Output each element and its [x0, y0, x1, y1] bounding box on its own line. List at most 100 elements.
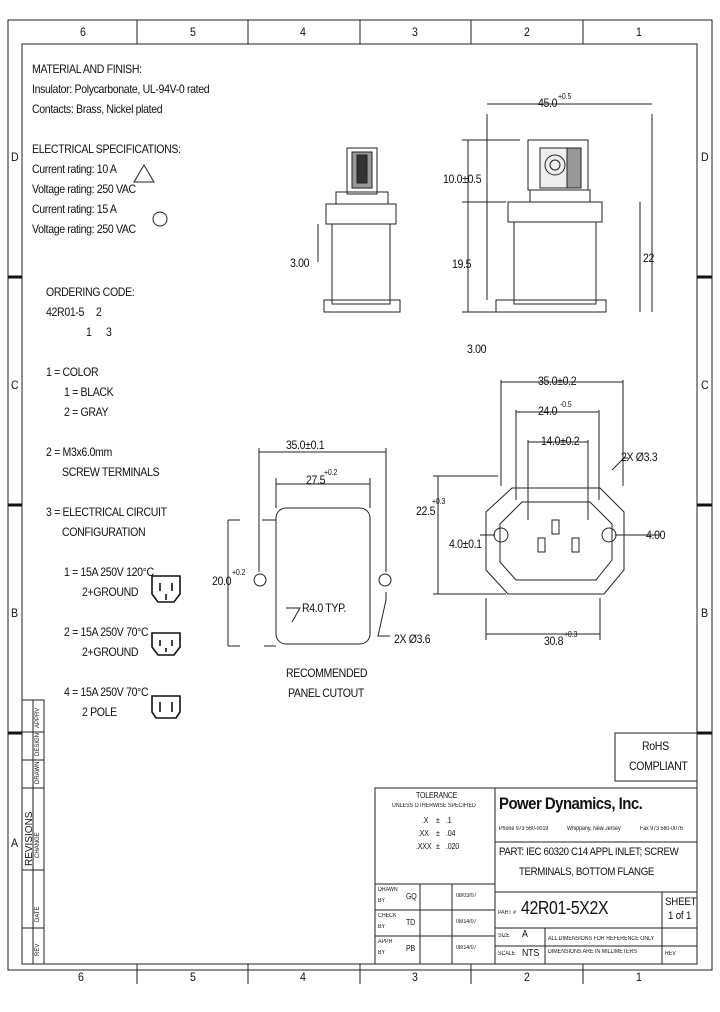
color-gray: 2 = GRAY — [64, 405, 109, 419]
cutout-dim-inner: 27.5 — [306, 473, 326, 487]
side-dim-flange-left: 3.00 — [290, 256, 310, 270]
signoff-check-date: 08/14/07 — [456, 919, 477, 925]
tol-xx-val: .04 — [446, 829, 456, 838]
zone-row-b: B — [11, 606, 18, 620]
side-view-right — [462, 103, 653, 313]
revisions-design: DESIGN — [35, 732, 41, 756]
tol-xxx-val: .020 — [446, 842, 460, 851]
side-dim-height-top: 10.0±0.5 — [443, 172, 482, 186]
side-dim-width: 45.0 — [538, 96, 558, 110]
side-dim-mid: 19.5 — [452, 257, 472, 271]
zone-row-markers — [8, 275, 712, 735]
front-dim-inner-tol: -0.5 — [560, 400, 572, 409]
cutout-dim-width: 35.0±0.1 — [286, 438, 325, 452]
signoff-appr-initials: PB — [406, 944, 416, 953]
cutout-dim-height: 20.0 — [212, 574, 232, 588]
sheet-value: 1 of 1 — [668, 910, 692, 922]
zone-col-4-bottom: 4 — [300, 970, 306, 984]
dimensions-note-2: DIMENSIONS ARE IN MILLIMETERS — [548, 949, 637, 955]
part-description-1: PART: IEC 60320 C14 APPL INLET; SCREW — [499, 846, 679, 858]
tolerance-title: TOLERANCE — [416, 791, 458, 800]
signoff-appr-role: APPR — [378, 939, 393, 945]
scale-value: NTS — [522, 948, 540, 959]
rohs-label: RoHS — [642, 739, 669, 753]
company-name: Power Dynamics, Inc. — [499, 794, 643, 813]
tol-x-pm: ± — [436, 816, 440, 825]
rohs-compliant: COMPLIANT — [629, 759, 688, 773]
front-dim-right-pin: 4.00 — [646, 528, 666, 542]
certification-marks — [133, 164, 168, 227]
current-rating-2: Current rating: 15 A — [32, 202, 117, 216]
socket-icons — [151, 575, 181, 719]
insulator-spec: Insulator: Polycarbonate, UL-94V-0 rated — [32, 82, 210, 96]
tol-xxx-pm: ± — [436, 842, 440, 851]
front-dim-outer: 35.0±0.2 — [538, 374, 577, 388]
side-dim-flange-bottom: 3.00 — [467, 342, 487, 356]
signoff-drawn-role: DRAWN — [378, 887, 398, 893]
tol-xx-pm: ± — [436, 829, 440, 838]
screw-terminals: SCREW TERMINALS — [62, 465, 160, 479]
front-dim-pins: 14.0±0.2 — [541, 434, 580, 448]
cutout-caption-2: PANEL CUTOUT — [288, 686, 364, 700]
current-rating-1: Current rating: 10 A — [32, 162, 117, 176]
signoff-appr-by: BY — [378, 950, 386, 956]
zone-col-5-bottom: 5 — [190, 970, 196, 984]
zone-row-d: D — [11, 150, 19, 164]
tol-xx: .XX — [418, 829, 429, 838]
material-title: MATERIAL AND FINISH: — [32, 62, 142, 76]
dimensions-note-1: ALL DIMENSIONS FOR REFERENCE ONLY — [548, 936, 655, 942]
contacts-spec: Contacts: Brass, Nickel plated — [32, 102, 163, 116]
front-dim-bottom-tol: +0.3 — [564, 630, 578, 639]
config-option-2: 2 = 15A 250V 70°C — [64, 625, 149, 639]
revisions-rev: REV — [35, 943, 41, 956]
zone-row-c: C — [11, 378, 19, 392]
cutout-caption-1: RECOMMENDED — [286, 666, 368, 680]
revisions-change: CHANGE — [35, 832, 41, 858]
front-dim-bottom: 30.8 — [544, 634, 564, 648]
config-option-1: 1 = 15A 250V 120°C — [64, 565, 154, 579]
zone-row-c-right: C — [701, 378, 709, 392]
tolerance-subtitle: UNLESS OTHERWISE SPECIFIED — [392, 803, 476, 809]
signoff-drawn-by: BY — [378, 898, 386, 904]
ordering-code-middle: 2 — [96, 305, 102, 319]
config-title: 3 = ELECTRICAL CIRCUIT — [46, 505, 167, 519]
zone-col-3-bottom: 3 — [412, 970, 418, 984]
signoff-drawn-initials: GQ — [406, 892, 417, 901]
tol-xxx: .XXX — [416, 842, 432, 851]
front-dim-left-pin: 4.0±0.1 — [449, 537, 482, 551]
revisions-title: REVISIONS — [24, 811, 35, 866]
config-option-2-ground: 2+GROUND — [82, 645, 139, 659]
company-phone: Phone 973 560-0019 — [499, 826, 549, 832]
zone-row-b-right: B — [701, 606, 708, 620]
revisions-drawn: DRAWN — [35, 761, 41, 784]
cutout-dim-inner-tol: +0.2 — [324, 468, 338, 477]
cutout-radius: R4.0 TYP. — [302, 601, 346, 615]
tol-x: .X — [422, 816, 429, 825]
front-dim-holes: 2X Ø3.3 — [621, 450, 658, 464]
voltage-rating-2: Voltage rating: 250 VAC — [32, 222, 136, 236]
config-option-1-ground: 2+GROUND — [82, 585, 139, 599]
zone-row-a: A — [11, 836, 18, 850]
config-option-4-pole: 2 POLE — [82, 705, 117, 719]
part-number: 42R01-5X2X — [521, 898, 609, 918]
cutout-dim-height-tol: +0.2 — [232, 568, 246, 577]
title-block-lines — [21, 699, 698, 965]
color-black: 1 = BLACK — [64, 385, 114, 399]
zone-col-1-bottom: 1 — [636, 970, 642, 984]
side-dim-total: 22 — [643, 251, 655, 265]
zone-col-2-bottom: 2 — [524, 970, 530, 984]
size-value: A — [522, 929, 528, 940]
part-number-label: PART # — [498, 910, 516, 916]
revisions-apprv: APPRV — [35, 707, 41, 728]
part-description-2: TERMINALS, BOTTOM FLANGE — [519, 866, 654, 878]
rev-label: REV — [665, 951, 676, 957]
zone-col-2: 2 — [524, 25, 530, 39]
signoff-check-role: CHECK — [378, 913, 397, 919]
zone-ticks — [136, 20, 584, 984]
voltage-rating-1: Voltage rating: 250 VAC — [32, 182, 136, 196]
front-dim-height-tol: +0.3 — [432, 497, 446, 506]
signoff-appr-date: 08/14/07 — [456, 945, 477, 951]
company-fax: Fax 973 560-0076 — [640, 826, 683, 832]
